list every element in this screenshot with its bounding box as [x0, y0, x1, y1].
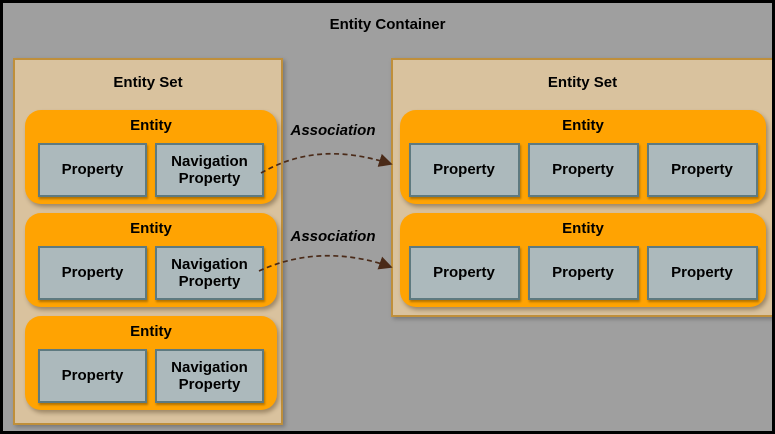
- property-node: Property: [38, 349, 147, 403]
- entity-node: Entity Property Property Property: [400, 213, 766, 307]
- entity-set-right: Entity Set Entity Property Property Prop…: [391, 58, 772, 317]
- property-row: Property Property Property: [400, 143, 766, 197]
- entity-set-left: Entity Set Entity Property Navigation Pr…: [13, 58, 283, 425]
- property-row: Property Navigation Property: [25, 246, 277, 300]
- property-node: Property: [38, 246, 147, 300]
- property-row: Property Navigation Property: [25, 143, 277, 197]
- property-node: Property: [408, 246, 520, 300]
- property-node: Property: [527, 246, 639, 300]
- property-node: Property: [646, 246, 758, 300]
- property-row: Property Property Property: [400, 246, 766, 300]
- navigation-property-node: Navigation Property: [155, 349, 264, 403]
- navigation-property-node: Navigation Property: [155, 143, 264, 197]
- property-node: Property: [527, 143, 639, 197]
- association-label: Association: [290, 228, 376, 245]
- property-node: Property: [646, 143, 758, 197]
- entity-label: Entity: [562, 117, 604, 134]
- entity-container-title: Entity Container: [329, 16, 446, 33]
- navigation-property-node: Navigation Property: [155, 246, 264, 300]
- entity-set-label: Entity Set: [113, 74, 183, 91]
- entity-label: Entity: [130, 220, 172, 237]
- property-node: Property: [408, 143, 520, 197]
- entity-label: Entity: [130, 323, 172, 340]
- property-row: Property Navigation Property: [25, 349, 277, 403]
- entity-set-label: Entity Set: [547, 74, 618, 91]
- entity-label: Entity: [130, 117, 172, 134]
- entity-node: Entity Property Navigation Property: [25, 213, 277, 307]
- entity-node: Entity Property Navigation Property: [25, 110, 277, 204]
- entity-node: Entity Property Property Property: [400, 110, 766, 204]
- association-label: Association: [290, 122, 376, 139]
- entity-node: Entity Property Navigation Property: [25, 316, 277, 410]
- entity-label: Entity: [562, 220, 604, 237]
- property-node: Property: [38, 143, 147, 197]
